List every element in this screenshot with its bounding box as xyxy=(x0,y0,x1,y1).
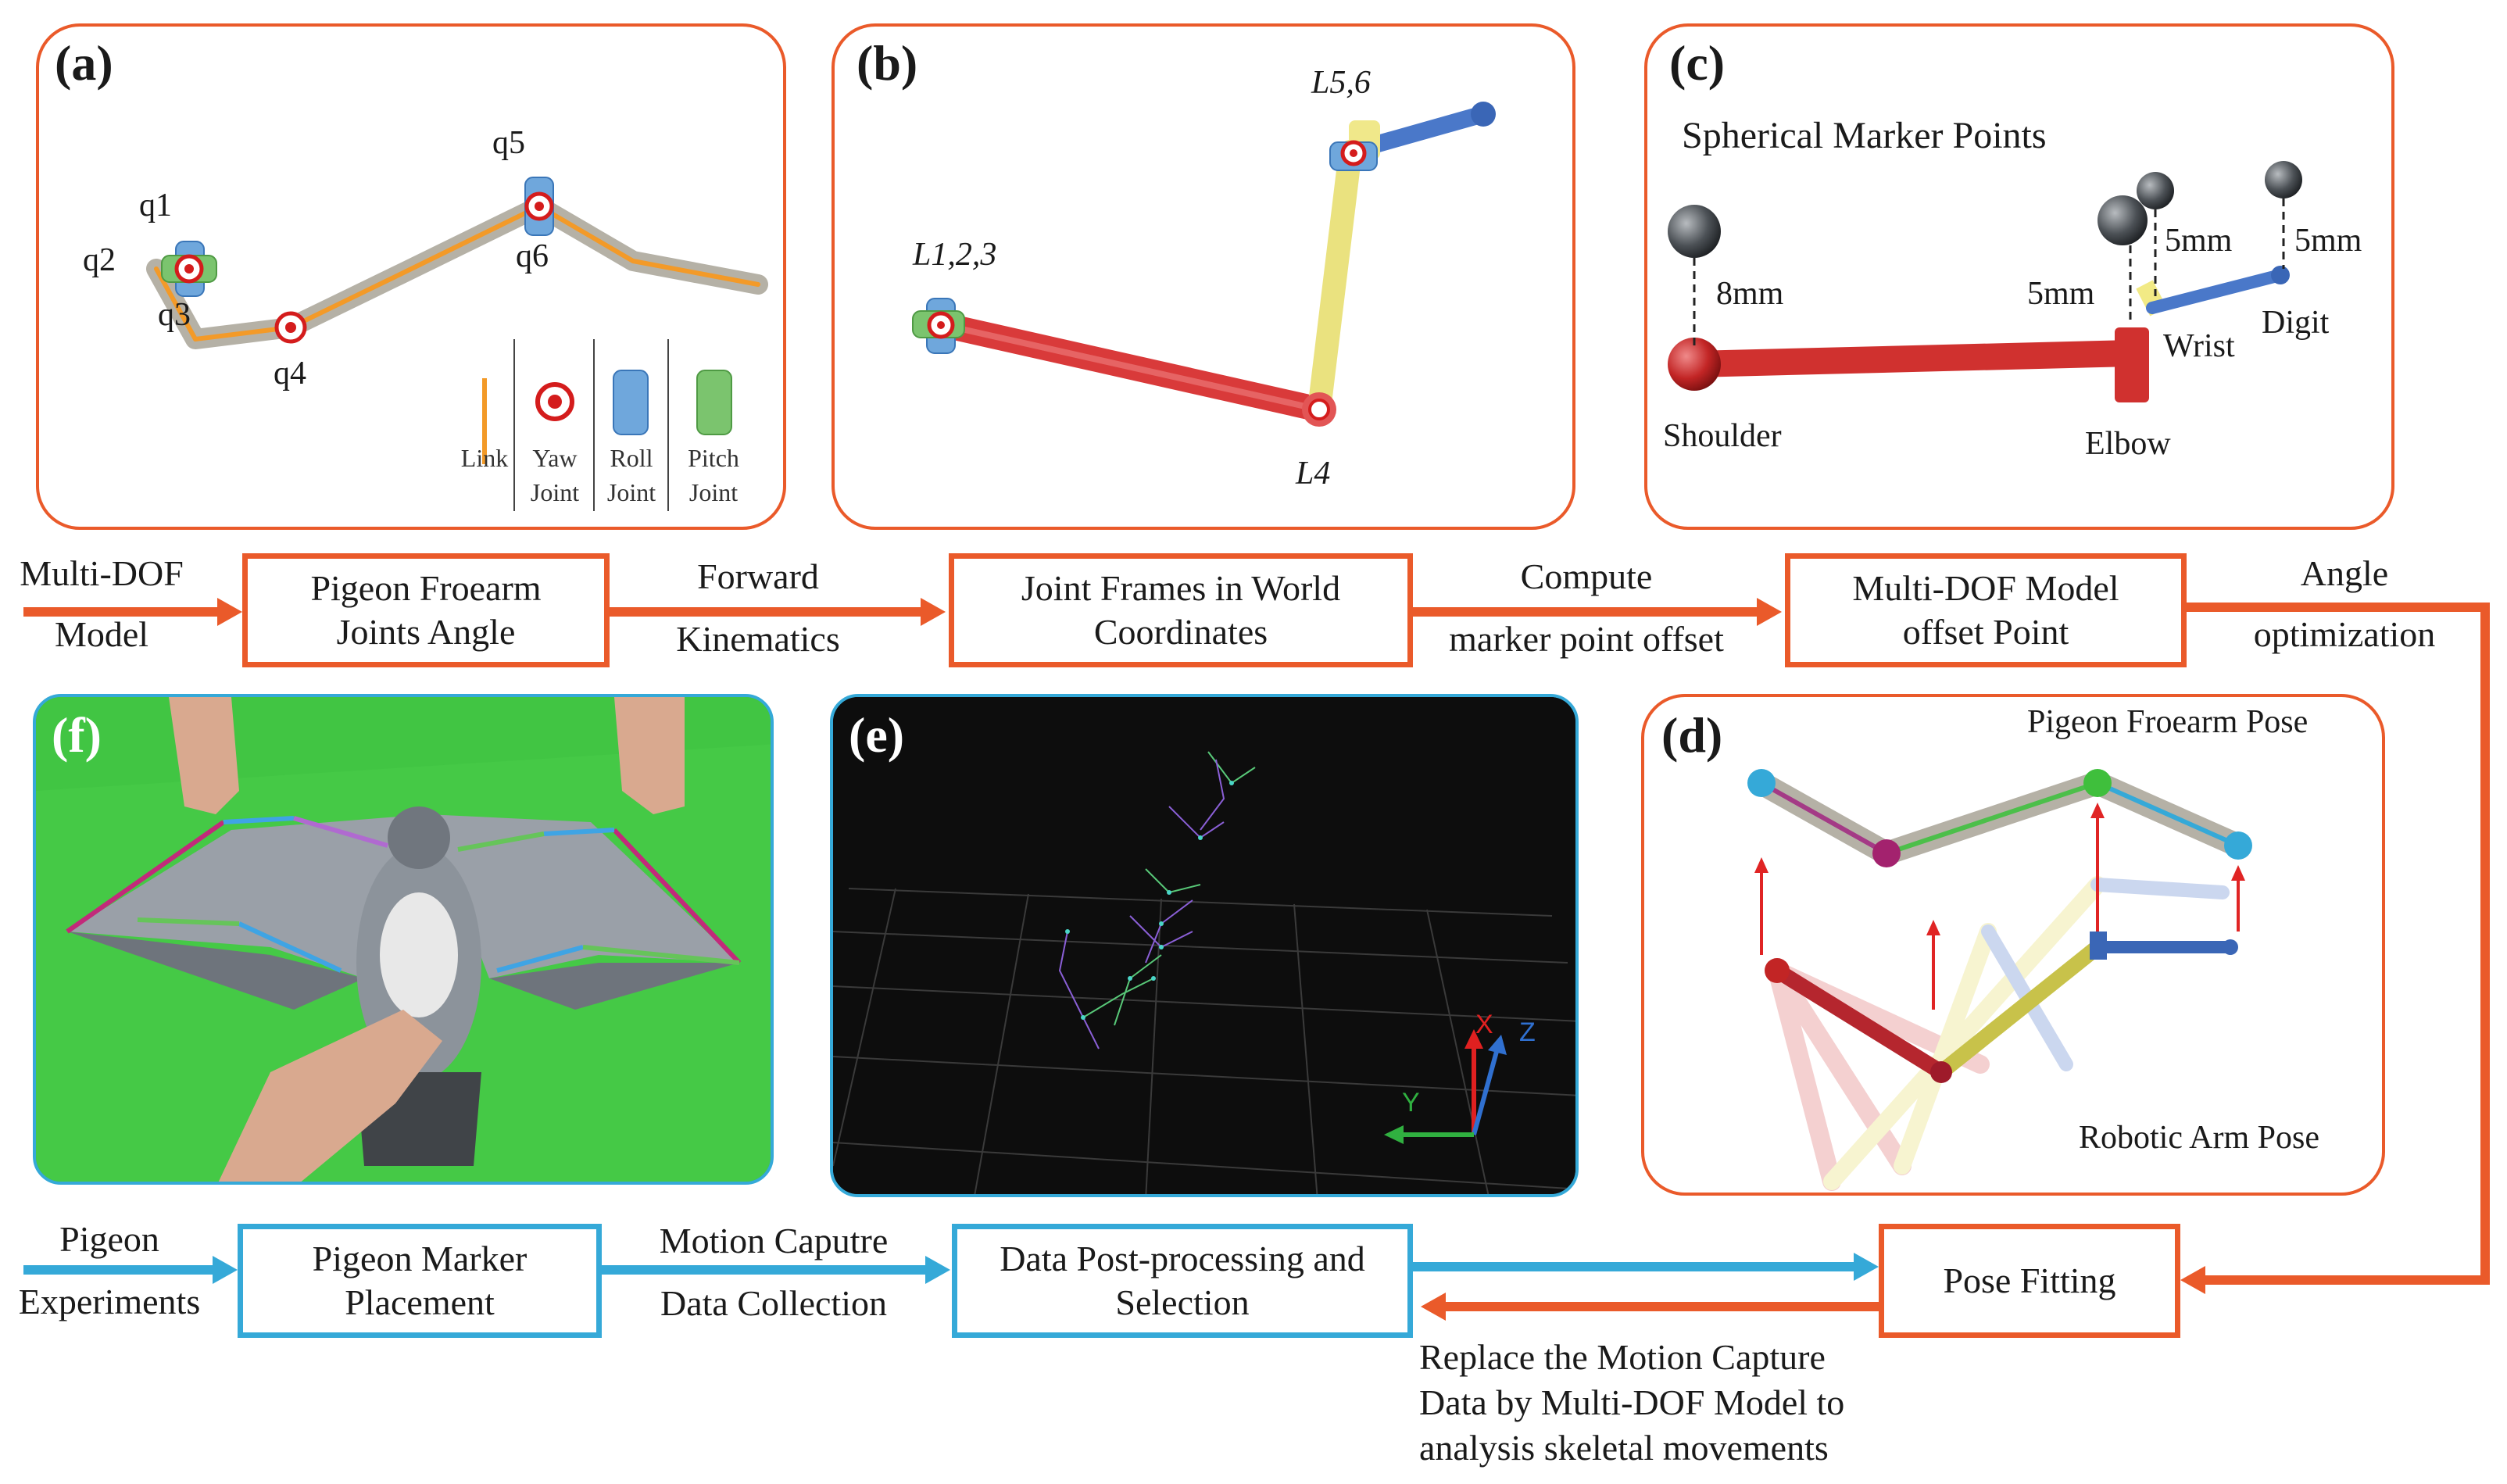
legend-roll-line1: Roll xyxy=(610,444,653,472)
legend-pitch-line1: Pitch xyxy=(688,444,739,472)
box-post-processing: Data Post-processing and Selection xyxy=(952,1224,1413,1338)
legend-pitch-joint: Pitch Joint xyxy=(671,441,756,510)
feedback-line2: Data by Multi-DOF Model to xyxy=(1419,1382,1845,1422)
panel-f: (f) xyxy=(33,694,774,1185)
box-joint-frames-line1: Joint Frames in World xyxy=(1021,568,1341,608)
robot-pose-label: Robotic Arm Pose xyxy=(2079,1120,2320,1156)
flow-top-start-line2: Model xyxy=(54,614,149,654)
legend-yaw-joint: Yaw Joint xyxy=(517,441,592,510)
part-digit: Digit xyxy=(2262,305,2330,341)
box-marker-placement-line2: Placement xyxy=(345,1282,495,1322)
box-joint-frames-line2: Coordinates xyxy=(1093,612,1268,652)
arrow-compute-offset: Compute marker point offset xyxy=(1422,555,1751,661)
panel-e: (e) X Z Y xyxy=(830,694,1579,1197)
arrow-compute-line1: Compute xyxy=(1520,556,1653,596)
axis-z-label: Z xyxy=(1519,1017,1536,1047)
box-joint-frames: Joint Frames in World Coordinates xyxy=(949,553,1413,667)
legend-link-line1: Link xyxy=(460,444,509,472)
joint-label-q1: q1 xyxy=(139,188,172,223)
pose-fitting-diagram xyxy=(1747,769,2252,1191)
joint-label-q2: q2 xyxy=(83,242,116,278)
legend-roll-joint: Roll Joint xyxy=(595,441,667,510)
arrow-angle-line2: optimization xyxy=(2253,614,2436,654)
panel-a-label: (a) xyxy=(55,35,113,91)
offset-elbow: 5mm xyxy=(2027,276,2095,312)
box-post-processing-line1: Data Post-processing and xyxy=(1000,1239,1365,1278)
arrow-compute-line2: marker point offset xyxy=(1449,619,1724,659)
box-marker-placement: Pigeon Marker Placement xyxy=(238,1224,602,1338)
panel-d: (d) Pigeon Froearm Pose Robotic Arm Pose xyxy=(1641,694,2385,1196)
legend-yaw-line2: Joint xyxy=(530,478,580,506)
arrow-motion-capture-line2: Data Collection xyxy=(660,1283,887,1323)
arrow-forward-kinematics: Forward Kinematics xyxy=(641,555,875,661)
link-label-l123: L1,2,3 xyxy=(913,237,997,273)
panel-c-title: Spherical Marker Points xyxy=(1682,115,2047,156)
link-label-l4: L4 xyxy=(1296,456,1331,492)
flow-top-start: Multi-DOF Model xyxy=(16,552,188,656)
feedback-note: Replace the Motion Capture Data by Multi… xyxy=(1419,1335,1919,1471)
joint-label-q3: q3 xyxy=(158,297,191,333)
pigeon-joint-diagram xyxy=(146,177,768,511)
panel-b-label: (b) xyxy=(857,35,918,91)
pigeon-photo xyxy=(36,697,771,1182)
part-shoulder: Shoulder xyxy=(1663,418,1782,454)
box-post-processing-line2: Selection xyxy=(1115,1282,1250,1322)
arrow-motion-capture-line1: Motion Caputre xyxy=(659,1221,889,1261)
arrow-fk-line1: Forward xyxy=(697,556,819,596)
flow-bottom-start-line2: Experiments xyxy=(18,1282,201,1321)
panel-c-label: (c) xyxy=(1669,35,1726,91)
offset-digit: 5mm xyxy=(2294,223,2362,259)
joint-label-q5: q5 xyxy=(492,125,525,161)
offset-shoulder: 8mm xyxy=(1716,276,1784,312)
flow-top-start-line1: Multi-DOF xyxy=(20,553,184,593)
robot-arm-links-diagram xyxy=(912,102,1496,427)
arrow-fk-line2: Kinematics xyxy=(676,619,840,659)
marker-offset-diagram xyxy=(1668,161,2302,402)
axis-x-label: X xyxy=(1475,1010,1493,1039)
flow-bottom-start-line1: Pigeon xyxy=(59,1219,159,1259)
arrow-angle-optimization: Angle optimization xyxy=(2227,552,2462,656)
legend-pitch-line2: Joint xyxy=(688,478,739,506)
legend-roll-line2: Joint xyxy=(606,478,656,506)
box-joints-angle: Pigeon Froearm Joints Angle xyxy=(242,553,610,667)
box-pose-fitting: Pose Fitting xyxy=(1879,1224,2180,1338)
panel-c: (c) Spherical Marker Points 8mm 5mm 5mm … xyxy=(1644,23,2394,530)
joint-label-q4: q4 xyxy=(274,356,306,392)
axis-y-label: Y xyxy=(1402,1088,1420,1117)
panel-a: (a) q1 q2 q3 q4 q5 q6 Link Yaw Joint Rol… xyxy=(36,23,786,530)
part-elbow: Elbow xyxy=(2085,426,2171,462)
legend-yaw-line1: Yaw xyxy=(532,444,578,472)
joint-label-q6: q6 xyxy=(516,238,549,274)
legend-link: Link xyxy=(453,441,516,475)
box-joints-angle-line1: Pigeon Froearm xyxy=(310,568,542,608)
box-joints-angle-line2: Joints Angle xyxy=(336,612,516,652)
link-label-l56: L5,6 xyxy=(1311,65,1371,101)
feedback-line3: analysis skeletal movements xyxy=(1419,1428,1829,1468)
pigeon-pose-label: Pigeon Froearm Pose xyxy=(2027,704,2309,740)
box-offset-point: Multi-DOF Model offset Point xyxy=(1785,553,2187,667)
part-wrist: Wrist xyxy=(2163,328,2235,364)
flow-bottom-start: Pigeon Experiments xyxy=(16,1218,203,1324)
arrow-angle-line1: Angle xyxy=(2300,553,2389,593)
box-offset-point-line2: offset Point xyxy=(1902,612,2069,652)
motion-capture-view xyxy=(833,697,1575,1194)
arrow-motion-capture: Motion Caputre Data Collection xyxy=(617,1219,930,1325)
box-offset-point-line1: Multi-DOF Model xyxy=(1852,568,2119,608)
panel-e-label: (e) xyxy=(849,707,905,763)
offset-wrist: 5mm xyxy=(2165,223,2233,259)
panel-b: (b) L1,2,3 L5,6 L4 xyxy=(831,23,1575,530)
box-marker-placement-line1: Pigeon Marker xyxy=(312,1239,528,1278)
panel-d-label: (d) xyxy=(1661,707,1723,763)
feedback-line1: Replace the Motion Capture xyxy=(1419,1337,1826,1377)
panel-f-label: (f) xyxy=(52,707,102,763)
box-pose-fitting-label: Pose Fitting xyxy=(1943,1261,2116,1300)
